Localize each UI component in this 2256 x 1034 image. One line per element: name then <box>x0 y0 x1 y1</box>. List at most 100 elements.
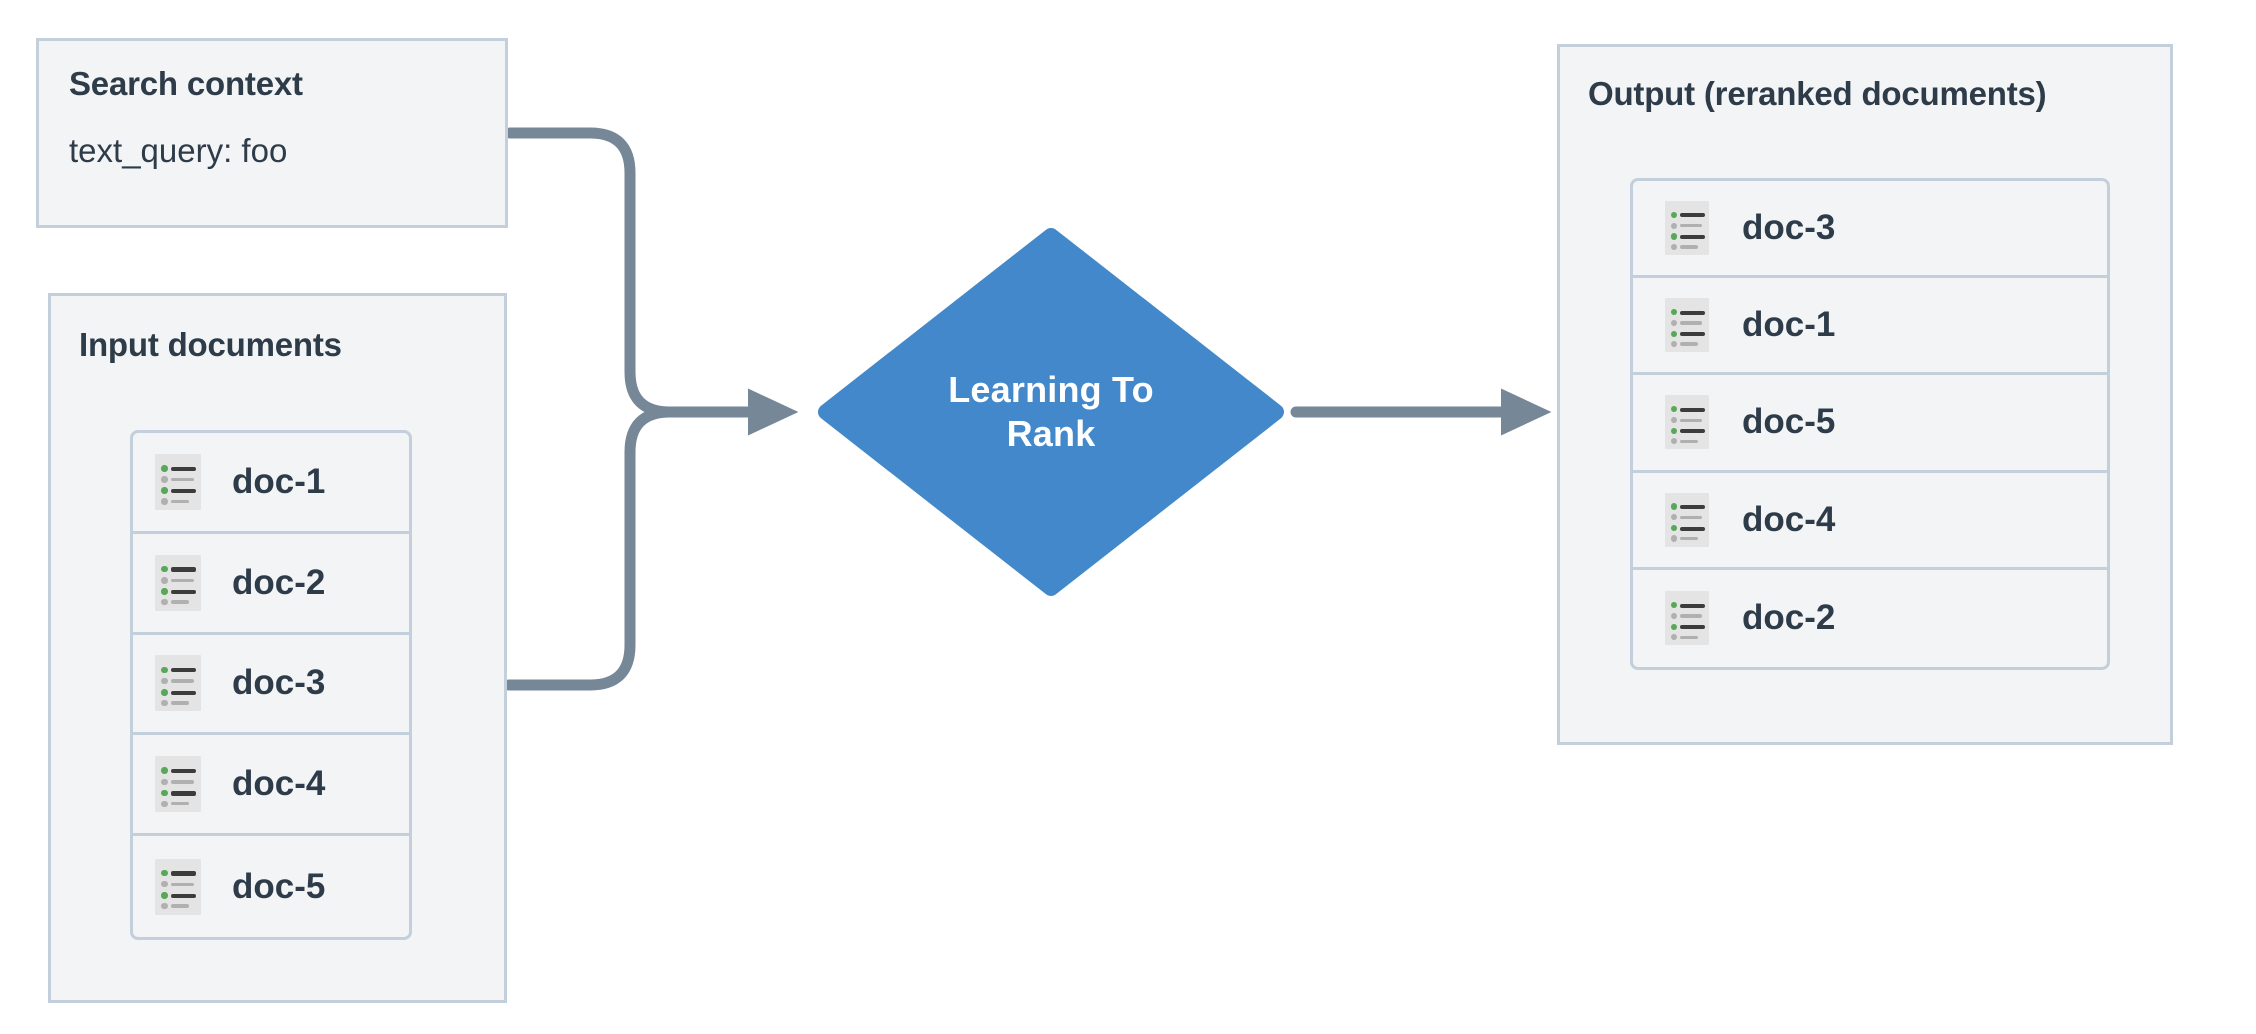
icon-bullet <box>161 465 168 472</box>
document-row[interactable]: doc-2 <box>1633 570 2107 667</box>
connector-search-context-to-node <box>504 127 676 418</box>
icon-line <box>1679 429 1705 434</box>
icon-line <box>170 690 197 695</box>
icon-bullet <box>1671 514 1678 521</box>
icon-line <box>1679 439 1698 443</box>
icon-bullet <box>161 666 168 674</box>
document-label: doc-1 <box>1742 305 1836 345</box>
icon-bullet <box>1671 602 1678 609</box>
document-list-icon <box>1665 201 1709 256</box>
document-row[interactable]: doc-4 <box>133 735 409 837</box>
icon-bullet <box>1671 438 1678 445</box>
icon-bullet <box>1671 417 1678 424</box>
icon-line <box>170 578 194 582</box>
document-row[interactable]: doc-3 <box>133 635 409 736</box>
icon-bullet <box>161 869 168 877</box>
icon-line <box>170 904 190 908</box>
icon-line <box>1679 526 1705 531</box>
icon-bullet <box>1671 243 1678 250</box>
document-label: doc-5 <box>232 866 326 906</box>
icon-line <box>170 567 197 572</box>
icon-bullet <box>1671 623 1678 630</box>
icon-line <box>170 477 194 482</box>
document-list-icon <box>1665 395 1709 450</box>
document-row[interactable]: doc-2 <box>133 534 409 635</box>
output-panel: Output (reranked documents) <box>1557 44 2173 745</box>
document-label: doc-4 <box>232 764 326 804</box>
icon-line <box>1679 536 1698 541</box>
icon-line <box>1679 515 1702 519</box>
document-label: doc-2 <box>232 562 326 602</box>
diamond-shape <box>818 228 1284 596</box>
icon-bullet <box>1671 535 1678 542</box>
icon-line <box>170 871 197 876</box>
icon-bullet <box>1671 634 1678 641</box>
icon-line <box>1679 504 1705 509</box>
learning-to-rank-node[interactable]: Learning To Rank <box>818 228 1284 596</box>
icon-line <box>1679 310 1705 315</box>
icon-line <box>170 499 190 504</box>
icon-bullet <box>1671 612 1678 620</box>
document-list-icon <box>155 554 201 611</box>
search-context-panel: Search context text_query: foo <box>36 38 508 228</box>
icon-bullet <box>1671 233 1678 240</box>
search-context-title: Search context <box>69 65 303 102</box>
icon-line <box>170 791 197 796</box>
icon-bullet <box>1671 309 1678 316</box>
icon-bullet <box>1671 319 1678 327</box>
icon-bullet <box>1671 211 1678 219</box>
document-row[interactable]: doc-4 <box>1633 473 2107 570</box>
icon-line <box>170 489 197 494</box>
icon-bullet <box>161 588 168 595</box>
icon-bullet <box>1671 503 1678 510</box>
icon-line <box>1679 321 1702 325</box>
document-label: doc-2 <box>1742 598 1836 638</box>
icon-line <box>1679 332 1705 337</box>
search-context-query-line: text_query: foo <box>69 132 288 169</box>
document-list-icon <box>1665 298 1709 353</box>
icon-line <box>1679 235 1705 240</box>
document-row[interactable]: doc-1 <box>1633 278 2107 376</box>
icon-line <box>1679 625 1705 630</box>
document-label: doc-3 <box>232 663 326 703</box>
icon-line <box>170 882 194 886</box>
icon-line <box>170 769 197 774</box>
icon-bullet <box>161 689 168 696</box>
document-list-icon <box>155 756 201 813</box>
document-list-icon <box>1665 591 1709 646</box>
icon-bullet <box>161 598 168 606</box>
document-label: doc-3 <box>1742 208 1836 248</box>
document-list-icon <box>155 858 201 915</box>
document-row[interactable]: doc-3 <box>1633 181 2107 279</box>
icon-line <box>1679 213 1705 218</box>
icon-bullet <box>161 498 168 505</box>
icon-line <box>1679 407 1705 412</box>
icon-bullet <box>161 487 168 494</box>
icon-bullet <box>161 789 168 797</box>
icon-bullet <box>161 767 168 774</box>
icon-line <box>170 701 190 705</box>
icon-bullet <box>1671 525 1678 532</box>
icon-bullet <box>1671 406 1678 413</box>
input-document-list: doc-1 doc-2 doc-3 doc-4 doc-5 <box>130 430 412 940</box>
icon-line <box>1679 224 1702 228</box>
document-label: doc-1 <box>232 461 326 501</box>
icon-line <box>170 589 197 595</box>
icon-bullet <box>1671 222 1678 229</box>
icon-bullet <box>1671 330 1678 337</box>
icon-line <box>170 679 194 683</box>
document-label: doc-4 <box>1742 499 1836 539</box>
icon-bullet <box>161 800 168 807</box>
icon-bullet <box>161 476 168 483</box>
icon-bullet <box>161 577 168 584</box>
input-documents-title: Input documents <box>79 326 342 363</box>
connector-input-documents-to-node <box>503 406 676 691</box>
document-row[interactable]: doc-5 <box>1633 375 2107 473</box>
icon-bullet <box>1671 427 1678 435</box>
document-row[interactable]: doc-5 <box>133 836 409 937</box>
document-row[interactable]: doc-1 <box>133 433 409 534</box>
icon-line <box>1679 245 1698 249</box>
document-list-icon <box>155 655 201 712</box>
icon-line <box>1679 614 1702 618</box>
